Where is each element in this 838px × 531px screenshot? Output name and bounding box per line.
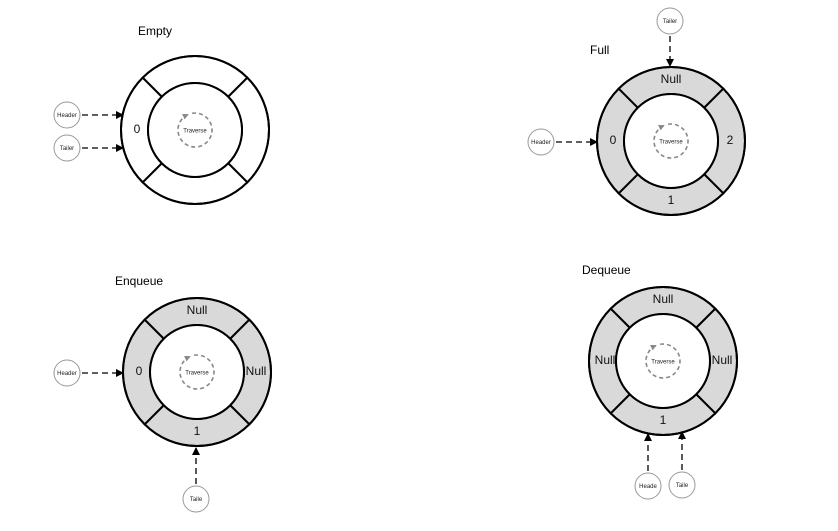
- pointer-node-header: [53, 359, 81, 387]
- diagram-title: Enqueue: [115, 274, 163, 288]
- diagram-title: Empty: [138, 24, 172, 38]
- segment-label-left: Null: [595, 353, 616, 367]
- inner-circle: [147, 82, 243, 178]
- segment-label-bottom: 1: [660, 413, 667, 427]
- segment-label-left: 0: [136, 364, 143, 378]
- pointer-node-taile: [668, 471, 696, 499]
- traverse-label: Traverse: [659, 140, 683, 146]
- pointer-label: Tailer: [663, 19, 677, 25]
- pointer-node-header: [53, 101, 81, 129]
- segment-label-top: Null: [661, 72, 682, 86]
- traverse-label: Traverse: [183, 129, 207, 135]
- segment-label-right: Null: [712, 353, 733, 367]
- segment-label-bottom: 1: [194, 424, 201, 438]
- traverse-arrow-icon: [653, 123, 689, 159]
- segment-label-right: Null: [246, 364, 267, 378]
- pointer-label: Taile: [190, 497, 203, 503]
- pointer-node-taile: [182, 485, 210, 513]
- segment-label-top: Null: [653, 292, 674, 306]
- inner-circle: [623, 93, 719, 189]
- traverse-arrow-icon: [179, 354, 215, 390]
- pointer-node-heade: [634, 472, 662, 500]
- traverse-arrow-icon: [177, 112, 213, 148]
- diagram-title: Full: [590, 43, 609, 57]
- pointer-node-header: [527, 128, 555, 156]
- traverse-label: Traverse: [651, 360, 675, 366]
- outer-ring: [120, 55, 270, 205]
- traverse-label: Traverse: [185, 371, 209, 377]
- segment-label-left: 0: [610, 133, 617, 147]
- segment-label-right: 2: [727, 133, 734, 147]
- pointer-label: Header: [531, 140, 551, 146]
- diagram-title: Dequeue: [582, 263, 631, 277]
- inner-circle: [615, 313, 711, 409]
- segment-label-top: Null: [187, 303, 208, 317]
- pointer-label: Heade: [639, 484, 657, 490]
- pointer-node-tailer: [656, 7, 684, 35]
- pointer-label: Taile: [676, 483, 689, 489]
- segment-label-bottom: 1: [668, 193, 675, 207]
- pointer-node-tailer: [53, 134, 81, 162]
- segment-label-left: 0: [134, 122, 141, 136]
- outer-ring: [588, 286, 738, 436]
- pointer-label: Tailer: [60, 146, 74, 152]
- pointer-label: Header: [57, 113, 77, 119]
- pointer-label: Header: [57, 371, 77, 377]
- inner-circle: [149, 324, 245, 420]
- traverse-arrow-icon: [645, 343, 681, 379]
